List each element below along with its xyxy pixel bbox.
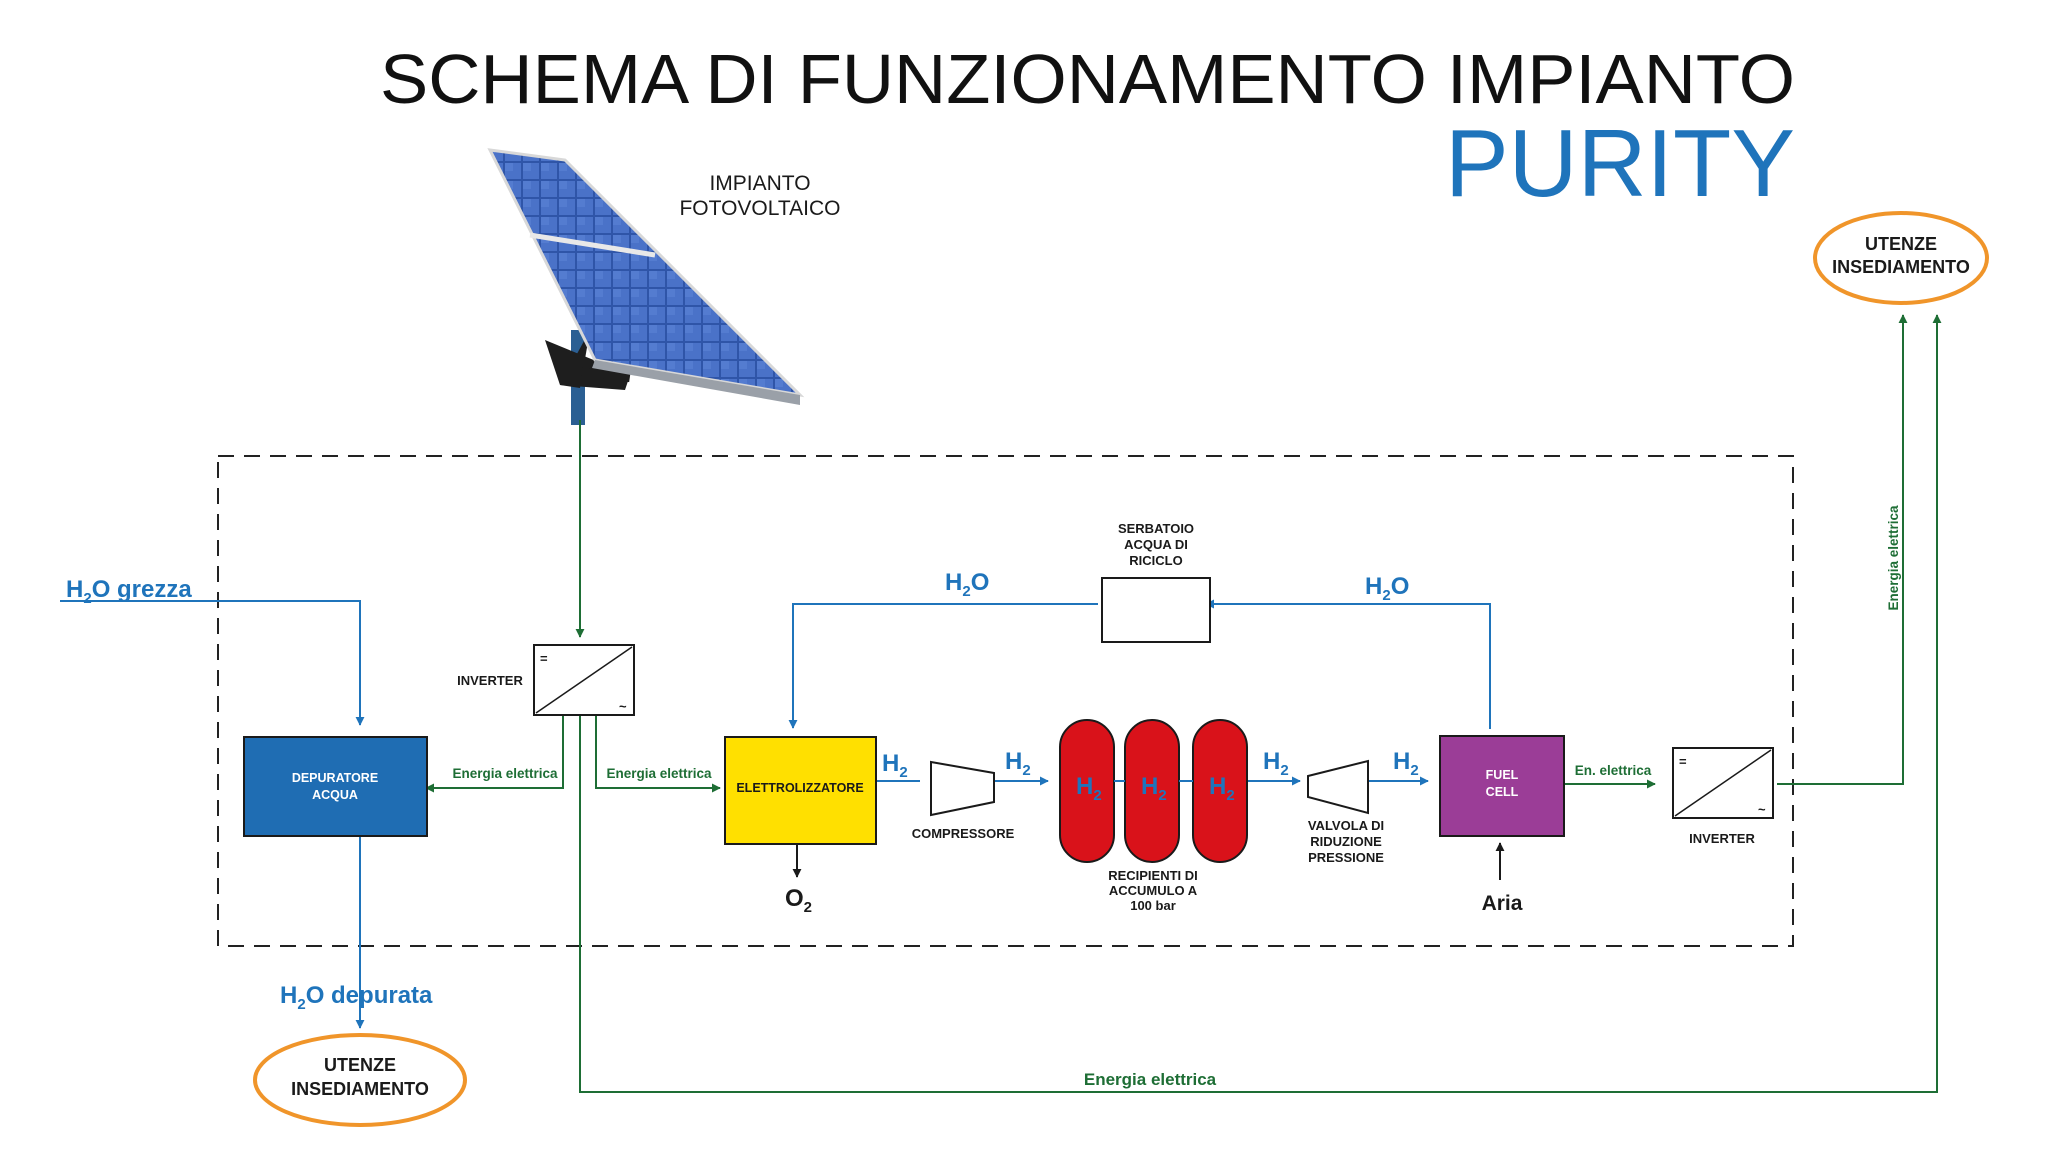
tank-recycle-line3: RICICLO [1129, 553, 1182, 568]
users-oval-bottom [253, 1033, 467, 1127]
h2-label-3: H2 [1263, 748, 1289, 779]
valve-line1: VALVOLA DI [1308, 818, 1384, 833]
aria-label: Aria [1482, 892, 1523, 915]
o2-label: O2 [785, 885, 812, 916]
energy-label-bottom: Energia elettrica [1084, 1070, 1217, 1089]
tank-recycle-line2: ACQUA DI [1124, 537, 1188, 552]
black-arrows [792, 842, 1505, 880]
inverter-left-ac: ~ [619, 699, 627, 714]
tank-recycle-line1: SERBATOIO [1118, 521, 1194, 536]
valve-line3: PRESSIONE [1308, 850, 1384, 865]
fuel-cell-line1: FUEL [1486, 768, 1519, 782]
plant-boundary [217, 455, 1794, 947]
users-bottom-line2: INSEDIAMENTO [291, 1079, 429, 1099]
inverter-left-diagonal [535, 646, 633, 714]
energy-label-depuratore: Energia elettrica [452, 766, 558, 781]
inverter-right-label: INVERTER [1689, 831, 1755, 846]
h2-label-4: H2 [1393, 748, 1419, 779]
depuratore-line2: ACQUA [312, 788, 358, 802]
accumulators-line1: RECIPIENTI DI [1108, 868, 1198, 883]
tank-3 [1192, 719, 1248, 863]
inverter-right-dc: = [1679, 754, 1687, 769]
h2o-left-label: H2O [945, 569, 989, 600]
compressore-symbol [930, 760, 995, 817]
depuratore-line1: DEPURATORE [292, 771, 378, 785]
inverter-right-ac: ~ [1758, 802, 1766, 817]
pure-water-label: H2O depurata [280, 982, 433, 1013]
h2-label-1: H2 [882, 750, 908, 781]
accumulators-line3: 100 bar [1130, 898, 1176, 913]
fuel-cell-line2: CELL [1486, 785, 1519, 799]
energy-label-vertical: Energia elettrica [1886, 505, 1901, 611]
users-top-line2: INSEDIAMENTO [1832, 257, 1970, 277]
tank-recycle-box [1101, 577, 1211, 643]
energy-label-fuel-cell: En. elettrica [1575, 763, 1652, 778]
compressore-label: COMPRESSORE [912, 826, 1015, 841]
fuel-cell-box [1439, 735, 1565, 837]
depuratore-box [243, 736, 428, 837]
valve-symbol [1307, 759, 1369, 815]
tank-3-symbol: H2 [1209, 773, 1235, 804]
inverter-right-diagonal [1674, 749, 1772, 817]
energy-label-elettrolizzatore: Energia elettrica [606, 766, 712, 781]
page-title: SCHEMA DI FUNZIONAMENTO IMPIANTO [380, 40, 1795, 118]
elettrolizzatore-box [724, 736, 877, 845]
users-oval-top [1813, 211, 1989, 305]
inverter-left-label: INVERTER [457, 673, 523, 688]
tank-2-symbol: H2 [1141, 773, 1167, 804]
pv-label-line1: IMPIANTO [709, 172, 810, 195]
tank-1-symbol: H2 [1076, 773, 1102, 804]
valve-line2: RIDUZIONE [1310, 834, 1382, 849]
users-top-line1: UTENZE [1865, 234, 1937, 254]
accumulators-line2: ACCUMULO A [1109, 883, 1198, 898]
pv-label-line2: FOTOVOLTAICO [679, 197, 840, 220]
h2o-right-label: H2O [1365, 573, 1409, 604]
raw-water-label: H2O grezza [66, 576, 192, 607]
brand-name: PURITY [1445, 110, 1795, 217]
h2-label-2: H2 [1005, 748, 1031, 779]
inverter-left-dc: = [540, 651, 548, 666]
solar-panel-icon [487, 148, 805, 425]
users-bottom-line1: UTENZE [324, 1055, 396, 1075]
tank-2 [1124, 719, 1180, 863]
energy-lines [425, 314, 1942, 1093]
tank-1 [1059, 719, 1115, 863]
elettrolizzatore-label: ELETTROLIZZATORE [736, 781, 863, 795]
